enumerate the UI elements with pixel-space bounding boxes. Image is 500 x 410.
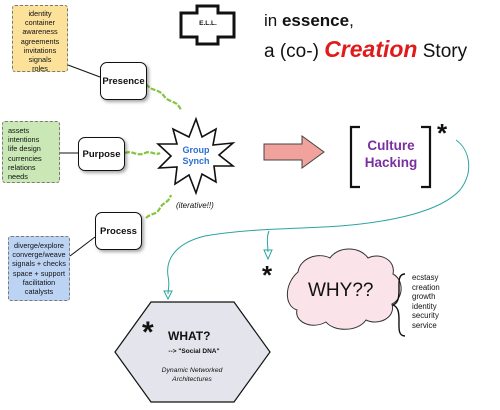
purpose-note-item: life design xyxy=(8,144,41,154)
connector-presence-note xyxy=(67,64,101,78)
headline-creation: Creation xyxy=(324,36,418,62)
what-hexagon-shape xyxy=(114,301,271,403)
why-label: WHY?? xyxy=(308,280,374,301)
what-title: WHAT? xyxy=(168,329,211,343)
purpose-label: Purpose xyxy=(82,148,121,160)
teal-arrowhead-what xyxy=(163,290,173,301)
green-connector-process xyxy=(145,194,173,219)
process-note-item: signals + checks xyxy=(12,259,66,269)
presence-note: identity container awareness agreements … xyxy=(12,5,68,74)
headline-line1-prefix: in xyxy=(264,11,282,30)
why-list-item: growth xyxy=(412,292,436,302)
presence-box: Presence xyxy=(100,62,147,100)
headline-line1: in essence, xyxy=(264,11,354,31)
presence-note-item: identity xyxy=(28,9,52,18)
purpose-note: assets intentions life design currencies… xyxy=(2,121,60,183)
purpose-note-item: intentions xyxy=(8,135,40,145)
why-list-brace xyxy=(391,273,406,337)
presence-note-item: agreements xyxy=(20,36,60,46)
connector-process-note xyxy=(69,236,96,257)
purpose-note-item: assets xyxy=(8,126,30,135)
headline-line2-prefix: a (co-) xyxy=(264,41,325,62)
headline-line1-suffix: , xyxy=(349,11,354,30)
process-note: diverge/explore converge/weave signals +… xyxy=(8,236,70,301)
process-note-item: space + support xyxy=(12,268,66,278)
teal-arrowhead-why xyxy=(263,249,273,261)
purpose-note-item: needs xyxy=(8,172,28,182)
culture-line1: Culture xyxy=(367,138,415,153)
presence-label: Presence xyxy=(102,75,145,87)
what-caption-line1: Dynamic Networked xyxy=(161,367,223,374)
process-label: Process xyxy=(100,225,137,237)
culture-asterisk: * xyxy=(437,118,448,148)
process-note-item: converge/weave xyxy=(12,250,66,260)
purpose-note-item: currencies xyxy=(8,153,42,163)
culture-right-bracket xyxy=(421,125,432,189)
culture-hacking-label: Culture Hacking xyxy=(358,137,424,171)
process-note-item: diverge/explore xyxy=(14,241,64,250)
iterative-caption: (iterative!!) xyxy=(176,201,214,210)
why-list-item: ecstasy xyxy=(412,273,439,282)
green-connector-presence xyxy=(145,83,183,111)
logo-text: E.L.L. xyxy=(199,20,217,27)
why-list-item: service xyxy=(412,320,437,330)
what-caption-line2: Architectures xyxy=(172,376,212,383)
why-asterisk: * xyxy=(262,260,273,290)
why-list-item: security xyxy=(412,311,439,321)
presence-note-item: signals xyxy=(28,55,52,65)
why-list: ecstasy creation growth identity securit… xyxy=(412,273,440,331)
purpose-note-item: relations xyxy=(8,162,36,172)
green-connector-purpose xyxy=(124,151,161,156)
presence-note-item: roles xyxy=(32,64,48,74)
pink-arrow xyxy=(263,135,325,169)
why-cloud-shape xyxy=(286,248,402,330)
group-synch-label: Group Synch xyxy=(176,145,216,167)
presence-note-item: container xyxy=(24,18,56,28)
presence-note-item: invitations xyxy=(23,45,57,55)
what-caption: Dynamic Networked Architectures xyxy=(142,366,242,384)
purpose-box: Purpose xyxy=(78,137,125,171)
what-subtitle: --> "Social DNA" xyxy=(168,348,220,355)
process-note-item: catalysts xyxy=(24,287,54,297)
headline-line2: a (co-) Creation Story xyxy=(264,36,467,63)
group-synch-line1: Group xyxy=(182,145,210,155)
culture-line2: Hacking xyxy=(364,155,418,170)
why-list-item: identity xyxy=(412,301,437,311)
group-synch-line2: Synch xyxy=(182,156,210,166)
why-list-item: creation xyxy=(412,282,440,292)
headline-essence: essence xyxy=(281,11,350,30)
group-synch-starburst xyxy=(155,116,236,196)
culture-left-bracket xyxy=(349,125,360,189)
cross-logo-shape xyxy=(179,4,236,46)
what-asterisk: * xyxy=(142,316,154,349)
presence-note-item: awareness xyxy=(22,27,58,37)
headline-line2-suffix: Story xyxy=(417,41,468,62)
process-note-item: facilitation xyxy=(22,277,56,287)
process-box: Process xyxy=(95,212,142,250)
